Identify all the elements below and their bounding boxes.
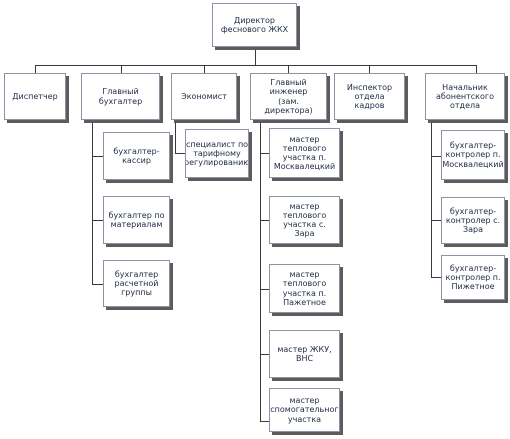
- engineer-child-2-line: [260, 220, 269, 221]
- accountant-node-label: Главный бухгалтер: [98, 87, 143, 106]
- economist-trunk-line: [175, 120, 176, 153]
- engineer-child-label: мастер вспомогательного участка: [269, 396, 340, 424]
- accountant-child-node: бухгалтер по материалам: [103, 196, 170, 244]
- accountant-child-2-line: [92, 220, 103, 221]
- dispatcher-node-label: Диспетчер: [12, 91, 58, 101]
- engineer-child-5-line: [260, 421, 269, 422]
- engineer-child-label: мастер ЖКУ, ВНС: [277, 344, 332, 363]
- inspector-node-label: Инспектор отдела кадров: [346, 82, 393, 111]
- engineer-child-label: мастер теплового участка с. Зара: [282, 201, 327, 239]
- engineer-child-3-line: [260, 289, 269, 290]
- accountant-child-label: бухгалтер расчетной группы: [114, 269, 159, 298]
- root-stem-line: [255, 47, 256, 65]
- manager-trunk-line: [431, 120, 432, 277]
- accountant-child-3-line: [92, 284, 103, 285]
- economist-child-node: специалист по тарифному регулированию: [185, 129, 249, 178]
- manager-child-node: бухгалтер- контролер с. Зара: [441, 197, 505, 244]
- manager-node: Начальник абонентского отдела: [425, 73, 505, 120]
- accountant-node: Главный бухгалтер: [81, 73, 160, 120]
- manager-child-2-line: [431, 220, 441, 221]
- manager-child-label: бухгалтер- контролер с. Зара: [445, 206, 501, 235]
- director-node-label: Директор феснового ЖКХ: [220, 15, 289, 34]
- dispatcher-connector-line: [35, 65, 36, 73]
- engineer-node-label: Главный инженер (зам. директора): [264, 78, 313, 115]
- economist-connector-line: [204, 65, 205, 73]
- manager-child-node: бухгалтер- контролер п. Москвалецкий: [441, 130, 505, 180]
- engineer-child-node: мастер теплового участка п. Москвалецкий: [269, 128, 340, 178]
- accountant-child-node: бухгалтер расчетной группы: [103, 260, 170, 307]
- economist-child-line: [175, 153, 185, 154]
- economist-node-label: Экономист: [181, 91, 227, 101]
- accountant-connector-line: [121, 65, 122, 73]
- engineer-child-node: мастер вспомогательного участка: [269, 388, 340, 432]
- manager-connector-line: [476, 65, 477, 73]
- manager-child-label: бухгалтер- контролер п. Москвалецкий: [442, 141, 504, 169]
- manager-child-1-line: [431, 156, 441, 157]
- accountant-child-label: бухгалтер по материалам: [108, 210, 165, 229]
- engineer-child-1-line: [260, 153, 269, 154]
- manager-child-node: бухгалтер- контролер п. Пижетное: [441, 255, 505, 300]
- engineer-trunk-line: [260, 120, 261, 421]
- inspector-connector-line: [369, 65, 370, 73]
- manager-child-label: бухгалтер- контролер п. Пижетное: [445, 263, 501, 292]
- inspector-node: Инспектор отдела кадров: [334, 73, 405, 120]
- accountant-child-node: бухгалтер-кассир: [103, 132, 170, 180]
- engineer-connector-line: [288, 65, 289, 73]
- director-node: Директор феснового ЖКХ: [212, 3, 297, 47]
- dispatcher-node: Диспетчер: [4, 73, 66, 120]
- engineer-child-label: мастер теплового участка п. Москвалецкий: [273, 134, 336, 172]
- engineer-child-label: мастер теплового участка п. Пажетное: [282, 270, 327, 307]
- engineer-child-node: мастер теплового участка с. Зара: [269, 196, 340, 244]
- economist-node: Экономист: [171, 73, 237, 120]
- accountant-child-1-line: [92, 156, 103, 157]
- top-branch-line: [35, 65, 476, 66]
- economist-child-label: специалист по тарифному регулированию: [185, 139, 249, 168]
- engineer-child-node: мастер теплового участка п. Пажетное: [269, 264, 340, 313]
- manager-node-label: Начальник абонентского отдела: [436, 82, 494, 111]
- engineer-child-4-line: [260, 354, 269, 355]
- accountant-child-label: бухгалтер-кассир: [113, 146, 160, 165]
- accountant-trunk-line: [92, 120, 93, 284]
- engineer-child-node: мастер ЖКУ, ВНС: [269, 330, 340, 378]
- manager-child-3-line: [431, 277, 441, 278]
- engineer-node: Главный инженер (зам. директора): [250, 73, 327, 120]
